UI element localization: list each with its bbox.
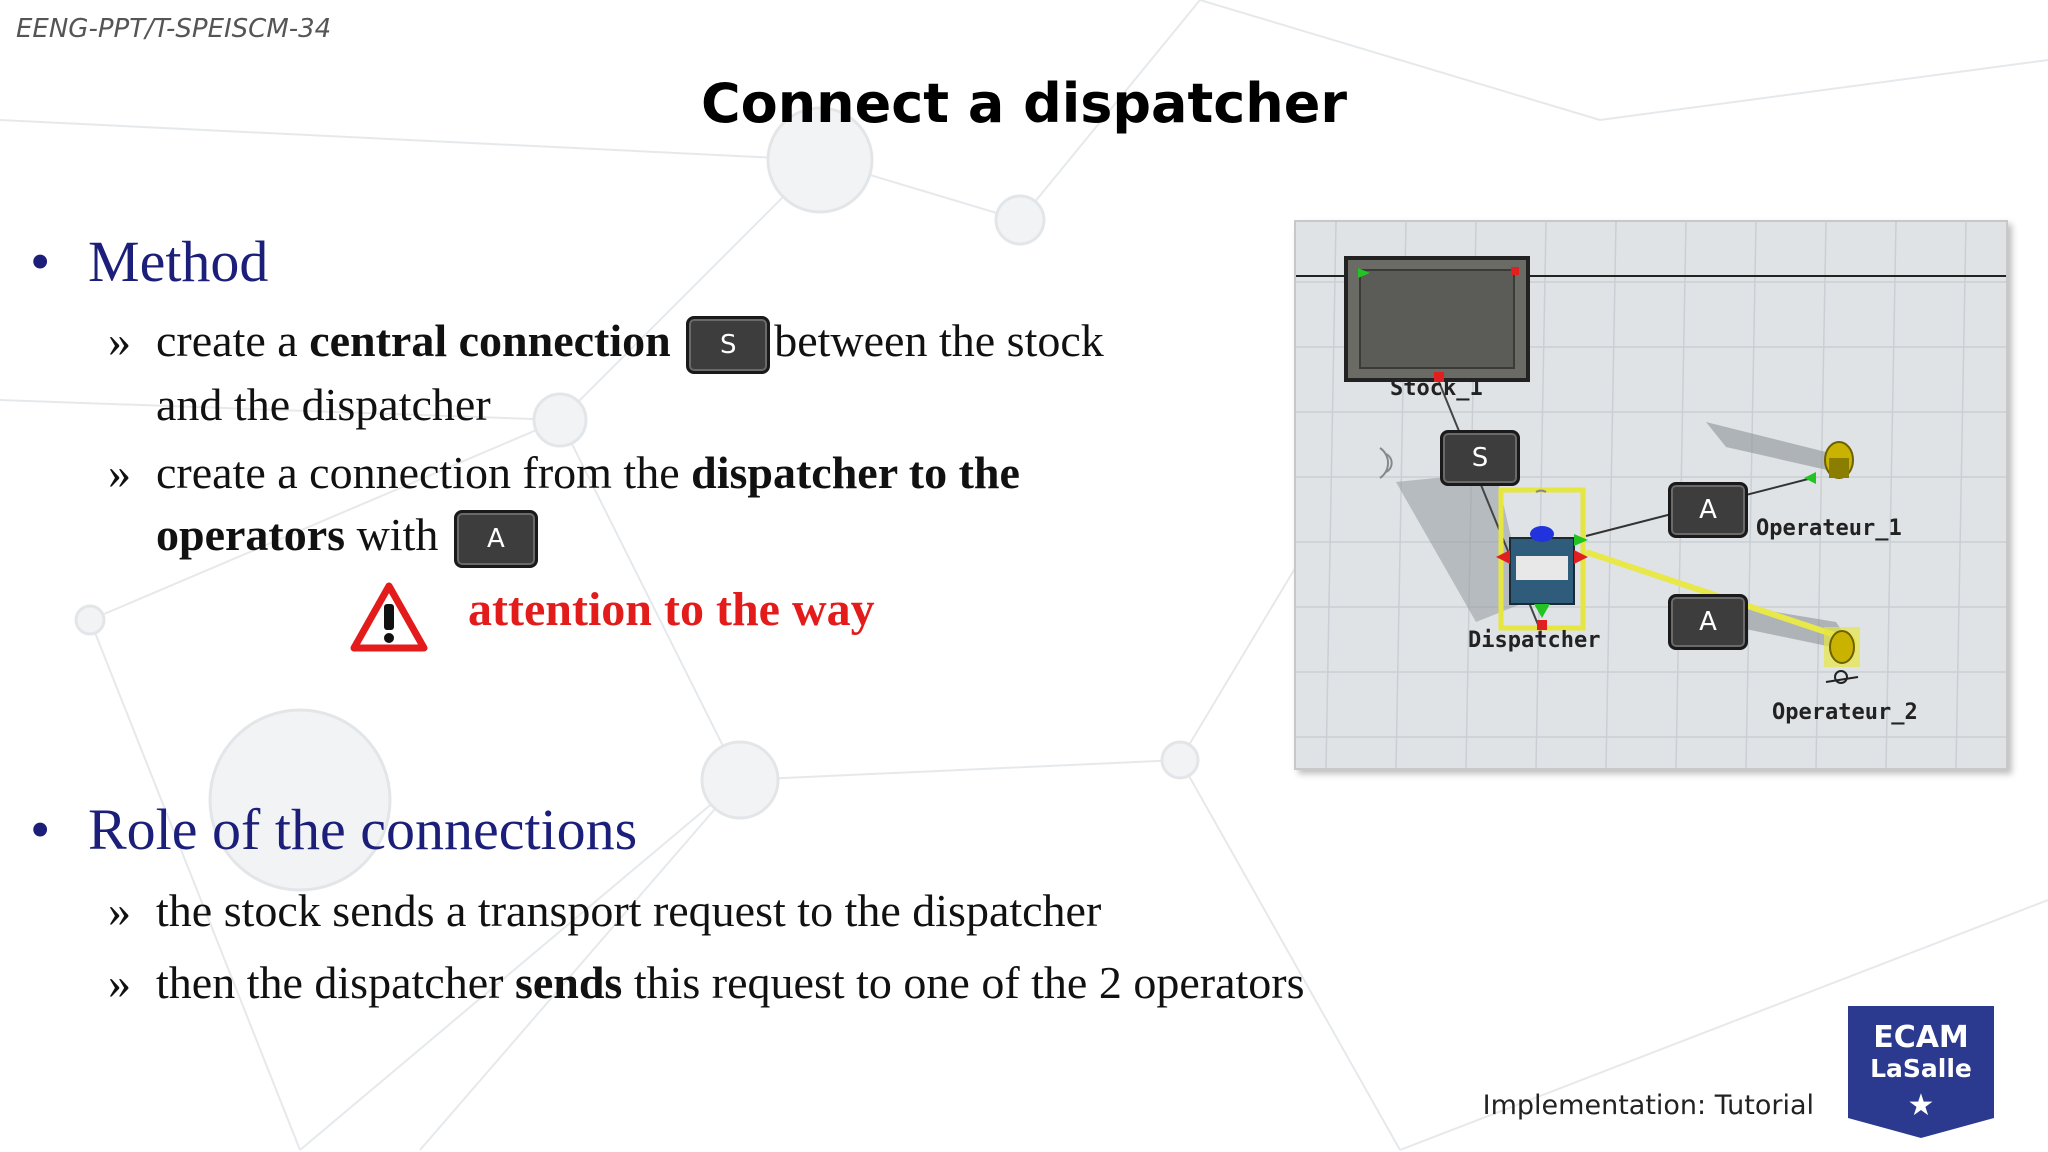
warning-text: attention to the way xyxy=(468,583,875,636)
key-a-icon: A xyxy=(453,510,538,569)
sub-bullet-symbol: » xyxy=(108,447,131,498)
bullet-dot: • xyxy=(30,229,51,294)
item1-text-b: between the stock xyxy=(774,315,1104,366)
bullet-dot: • xyxy=(30,797,51,862)
item2-bold-b: operators xyxy=(156,509,346,560)
item2-text-a: create a connection from the xyxy=(156,447,692,498)
footer-text: Implementation: Tutorial xyxy=(1482,1090,1814,1121)
key-s-icon: S xyxy=(686,316,771,375)
sub-bullet-symbol: » xyxy=(108,957,131,1008)
warning-row: attention to the way xyxy=(350,582,875,654)
role-item-1: » the stock sends a transport request to … xyxy=(108,880,1101,942)
role-item1-text: the stock sends a transport request to t… xyxy=(156,885,1102,936)
item1-bold: central connection xyxy=(309,315,671,366)
ecam-lasalle-logo: ECAM LaSalle ★ xyxy=(1848,1006,1994,1138)
key-a-badge-1: A xyxy=(1668,482,1748,538)
role-heading-row: • Role of the connections xyxy=(30,796,637,863)
method-heading-row: • Method xyxy=(30,228,268,295)
method-heading: Method xyxy=(88,229,269,294)
sub-bullet-symbol: » xyxy=(108,315,131,366)
role-item2-bold: sends xyxy=(514,957,623,1008)
simulation-canvas xyxy=(1296,222,2006,768)
logo-text-ecam: ECAM xyxy=(1873,1020,1969,1055)
role-item2-text-a: then the dispatcher xyxy=(156,957,515,1008)
star-icon: ★ xyxy=(1907,1089,1935,1122)
sub-bullet-symbol: » xyxy=(108,885,131,936)
method-item-2: » create a connection from the dispatcher… xyxy=(108,442,1020,569)
item1-text-c: and the dispatcher xyxy=(156,379,491,431)
logo-shield-icon xyxy=(1848,1006,1994,1138)
stock-label: Stock_1 xyxy=(1390,376,1483,401)
document-code: EENG-PPT/T-SPEISCM-34 xyxy=(16,14,332,44)
key-a-badge-2: A xyxy=(1668,594,1748,650)
key-s-badge: S xyxy=(1440,430,1520,486)
logo-text-lasalle: LaSalle xyxy=(1870,1054,1972,1083)
item2-bold-a: dispatcher to the xyxy=(691,447,1020,498)
operator-2-label: Operateur_2 xyxy=(1772,700,1918,725)
role-item2-text-b: this request to one of the 2 operators xyxy=(622,957,1305,1008)
item2-text-b: with xyxy=(345,509,439,560)
simulation-screenshot: Stock_1 Dispatcher Operateur_1 Operateur… xyxy=(1294,220,2008,770)
warning-icon xyxy=(350,582,428,652)
operator-1-label: Operateur_1 xyxy=(1756,516,1902,541)
dispatcher-label: Dispatcher xyxy=(1468,628,1601,653)
slide-title: Connect a dispatcher xyxy=(700,72,1348,135)
role-item-2: » then the dispatcher sends this request … xyxy=(108,952,1305,1014)
role-heading: Role of the connections xyxy=(88,797,638,862)
item1-text-a: create a xyxy=(156,315,310,366)
